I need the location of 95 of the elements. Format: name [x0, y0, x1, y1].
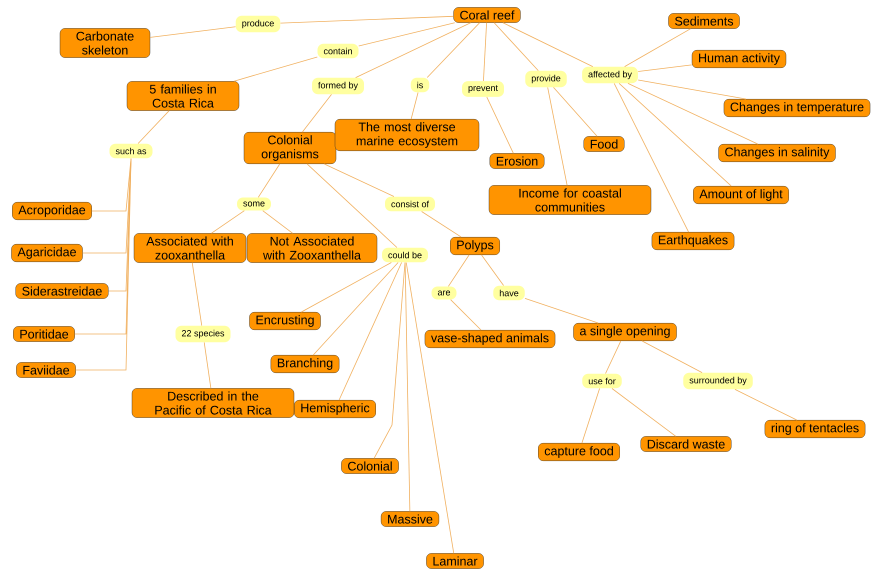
concept-box: Polyps — [450, 236, 500, 256]
connector-line — [642, 340, 702, 373]
concept-box: Food — [584, 136, 624, 152]
connector-line — [612, 388, 676, 437]
linking-phrase: is — [410, 78, 430, 92]
connector-line — [524, 298, 599, 324]
concept-box: The most diverse marine ecosystem — [334, 118, 480, 152]
connector-line — [192, 262, 202, 326]
connector-line — [605, 340, 622, 374]
concept-box: Branching — [270, 354, 340, 374]
connector-line — [448, 254, 470, 287]
connector-line — [374, 262, 406, 459]
concept-box: Sediments — [668, 13, 740, 29]
connector-line — [262, 210, 293, 234]
connector-line — [406, 262, 454, 554]
linking-phrase: provide — [525, 70, 567, 88]
connector-line — [486, 96, 514, 154]
concept-box: Human activity — [692, 50, 786, 68]
connector-line — [582, 388, 600, 444]
connector-line — [324, 164, 394, 197]
concept-box: Earthquakes — [652, 232, 734, 250]
connector-line — [421, 211, 462, 238]
linking-phrase: prevent — [462, 81, 504, 97]
concept-box: Coral reef — [453, 7, 521, 23]
connector-line — [638, 80, 746, 100]
connector-line — [734, 389, 798, 420]
connector-line — [624, 28, 691, 67]
concept-box: Changes in salinity — [718, 144, 836, 162]
linking-phrase: consist of — [385, 196, 436, 212]
connector-line — [614, 83, 689, 232]
concept-box: Colonial organisms — [244, 132, 336, 164]
concept-box: Agaricidae — [11, 244, 83, 262]
connector-line — [481, 254, 504, 286]
connector-line — [502, 22, 594, 67]
connector-line — [355, 22, 472, 78]
concept-box: Discard waste — [640, 436, 732, 452]
connector-line — [547, 87, 568, 186]
connector-line — [301, 262, 392, 312]
connector-line — [312, 262, 399, 356]
connector-line — [150, 26, 236, 38]
concept-box: Associated with zooxanthella — [134, 233, 246, 263]
connector-line — [426, 22, 480, 78]
connector-line — [618, 83, 732, 186]
linking-phrase: 22 species — [176, 326, 231, 342]
concept-box: Poritidae — [13, 326, 75, 342]
concept-box: Not Associated with Zooxanthella — [246, 233, 378, 263]
connector-line — [483, 22, 487, 82]
linking-phrase: surrounded by — [683, 372, 753, 390]
concept-box: Massive — [380, 511, 440, 527]
linking-phrase: formed by — [312, 78, 364, 94]
connector-line — [450, 299, 482, 330]
concept-box: Encrusting — [249, 312, 321, 330]
linking-phrase: contain — [318, 44, 359, 58]
connector-line — [302, 94, 332, 132]
concept-box: Carbonate skeleton — [60, 28, 150, 58]
concept-box: vase-shaped animals — [424, 330, 556, 348]
connector-line — [234, 56, 318, 82]
connector-line — [638, 64, 692, 72]
concept-box: Hemispheric — [294, 400, 376, 418]
linking-phrase: have — [493, 286, 525, 300]
concept-box: Siderastreidae — [16, 283, 108, 299]
connector-line — [404, 262, 410, 512]
concept-box: Amount of light — [693, 186, 789, 204]
connector-line — [628, 83, 758, 144]
concept-box: Laminar — [426, 553, 484, 569]
linking-phrase: affected by — [582, 66, 638, 84]
concept-box: ring of tentacles — [764, 420, 866, 438]
linking-phrase: produce — [236, 16, 280, 32]
connector-line — [410, 92, 418, 120]
connector-line — [280, 16, 454, 24]
concept-box: Erosion — [490, 153, 544, 169]
concept-box: a single opening — [573, 322, 677, 342]
concept-box: 5 families in Costa Rica — [126, 81, 240, 111]
connector-line — [358, 22, 456, 46]
linking-phrase: use for — [582, 374, 622, 388]
connector-line — [138, 110, 170, 144]
concept-box: Income for coastal communities — [488, 185, 652, 215]
linking-phrase: such as — [110, 144, 153, 158]
linking-phrase: are — [432, 286, 456, 300]
connector-line — [211, 210, 245, 234]
connector-line — [75, 158, 132, 370]
linking-phrase: could be — [382, 248, 428, 262]
connector-line — [258, 164, 280, 198]
concept-box: Acroporidae — [12, 202, 92, 220]
connector-line — [338, 262, 402, 400]
concept-box: capture food — [538, 442, 620, 462]
concept-box: Faviidae — [16, 362, 76, 378]
connector-line — [204, 342, 212, 389]
concept-box: Colonial — [341, 458, 399, 474]
linking-phrase: some — [237, 198, 271, 210]
concept-box: Described in the Pacific of Costa Rica — [132, 388, 294, 418]
connector-line — [306, 164, 398, 248]
connector-line — [494, 22, 539, 71]
concept-box: Changes in temperature — [724, 98, 870, 118]
connector-line — [553, 87, 598, 137]
